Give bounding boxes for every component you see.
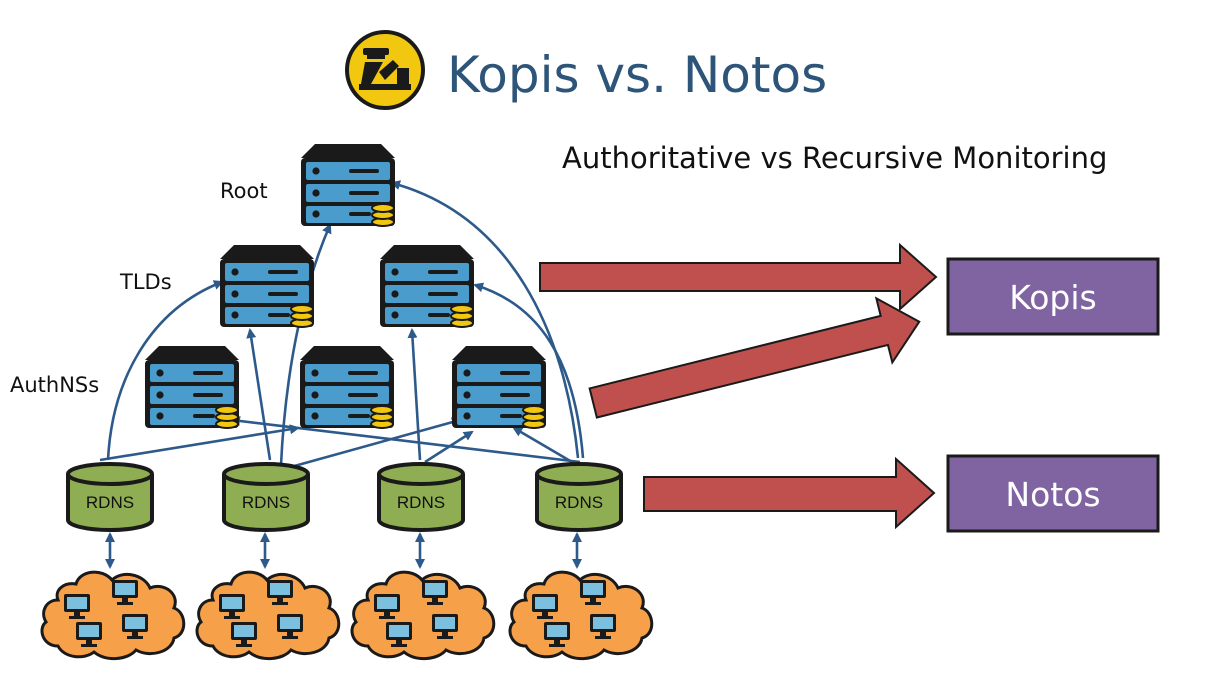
edge-rdns1-auth2	[99, 424, 300, 462]
rdns-node: RDNS	[535, 462, 623, 532]
client-cloud	[195, 570, 341, 661]
edge-rdns4-auth1	[230, 415, 581, 464]
authns-server	[144, 345, 240, 429]
inspector-at-desk-icon	[345, 30, 425, 110]
arrow-rdns-to-notos	[643, 456, 936, 530]
tld-server	[219, 244, 315, 328]
rdns-label: RDNS	[397, 493, 445, 512]
rdns-node: RDNS	[377, 462, 465, 532]
rdns-label: RDNS	[86, 493, 134, 512]
kopis-box: Kopis	[946, 257, 1160, 336]
authns-server	[299, 345, 395, 429]
tier-label-root: Root	[220, 179, 268, 203]
edge-rdns4-tld2	[473, 282, 585, 459]
edge-rdns1-tld1	[106, 280, 224, 461]
notos-label: Notos	[1005, 475, 1100, 514]
client-cloud	[350, 570, 496, 661]
rdns-node: RDNS	[222, 462, 310, 532]
edge-rdns2-auth3	[279, 417, 462, 472]
client-cloud	[508, 570, 654, 661]
query-edges	[99, 180, 585, 569]
rdns-label: RDNS	[555, 493, 603, 512]
rdns-label: RDNS	[242, 493, 290, 512]
page-subtitle: Authoritative vs Recursive Monitoring	[562, 141, 1107, 175]
edge-rdns4-root	[390, 180, 580, 459]
header: Kopis vs. Notos Authoritative vs Recursi…	[345, 30, 1107, 175]
tier-label-authns: AuthNSs	[10, 373, 99, 397]
arrow-tlds-to-kopis	[539, 242, 938, 312]
root-server	[300, 143, 396, 227]
authns-server	[451, 345, 547, 429]
kopis-label: Kopis	[1009, 278, 1097, 317]
rdns-node: RDNS	[66, 462, 154, 532]
notos-box: Notos	[946, 454, 1160, 533]
edge-rdns2-tld1	[246, 328, 272, 461]
tier-label-tlds: TLDs	[119, 270, 172, 294]
edge-rdns4-auth3	[512, 426, 573, 464]
edge-rdns3-tld2	[407, 328, 422, 461]
tld-server	[379, 244, 475, 328]
page-title: Kopis vs. Notos	[447, 46, 827, 104]
client-cloud	[40, 570, 186, 661]
arrow-authns-to-kopis	[588, 296, 921, 419]
